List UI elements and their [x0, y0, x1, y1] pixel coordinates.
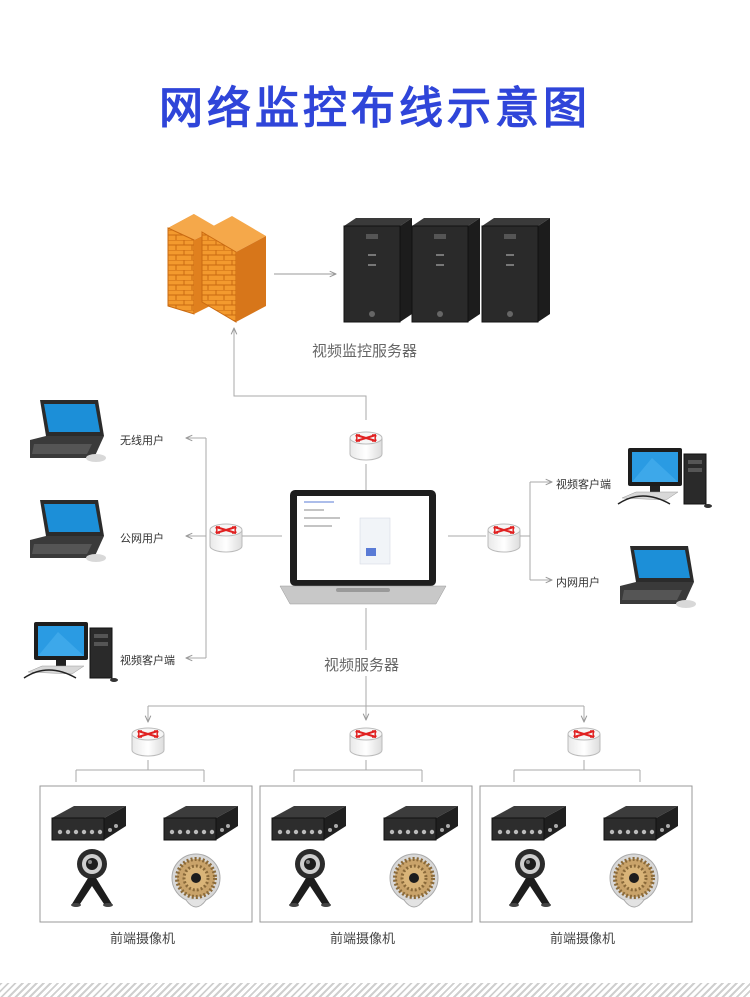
- front-camera-label-2: 前端摄像机: [330, 932, 396, 947]
- ir-camera-icon: [608, 852, 660, 909]
- camera-group-box: [39, 785, 253, 923]
- router-icon: [487, 523, 521, 553]
- webcam-icon: [509, 849, 551, 907]
- page-title: 网络监控布线示意图: [159, 83, 591, 134]
- video-client-right-label: 视频客户端: [556, 478, 611, 491]
- video-server-label: 视频服务器: [324, 656, 400, 674]
- video-server-laptop-icon: [279, 490, 447, 605]
- server-tower-icon: [343, 217, 413, 323]
- router-icon: [567, 727, 601, 757]
- router-icon: [131, 727, 165, 757]
- ir-camera-icon: [170, 852, 222, 909]
- video-client-left-label: 视频客户端: [120, 654, 175, 667]
- encoder-box-icon: [383, 805, 459, 841]
- webcam-icon: [71, 849, 113, 907]
- ir-camera-icon: [388, 852, 440, 909]
- wireless-user-label: 无线用户: [120, 434, 164, 447]
- encoder-box-icon: [163, 805, 239, 841]
- webcam-icon: [289, 849, 331, 907]
- front-camera-label-3: 前端摄像机: [550, 932, 616, 947]
- encoder-box-icon: [51, 805, 127, 841]
- desktop-icon: [23, 621, 119, 683]
- router-icon: [209, 523, 243, 553]
- camera-group-box: [259, 785, 473, 923]
- encoder-box-icon: [491, 805, 567, 841]
- public-user-label: 公网用户: [120, 532, 164, 545]
- laptop-icon: [30, 500, 106, 562]
- laptop-icon: [620, 546, 696, 608]
- server-tower-icon: [411, 217, 481, 323]
- encoder-box-icon: [271, 805, 347, 841]
- router-icon: [349, 727, 383, 757]
- desktop-icon: [617, 447, 713, 509]
- footer-stripe: [0, 983, 750, 997]
- firewall-icon: [167, 214, 266, 323]
- monitor-servers-label: 视频监控服务器: [312, 342, 418, 360]
- intranet-user-label: 内网用户: [556, 576, 600, 589]
- encoder-box-icon: [603, 805, 679, 841]
- router-icon: [349, 431, 383, 461]
- laptop-icon: [30, 400, 106, 462]
- front-camera-label-1: 前端摄像机: [110, 932, 176, 947]
- camera-group-box: [479, 785, 693, 923]
- server-tower-icon: [481, 217, 551, 323]
